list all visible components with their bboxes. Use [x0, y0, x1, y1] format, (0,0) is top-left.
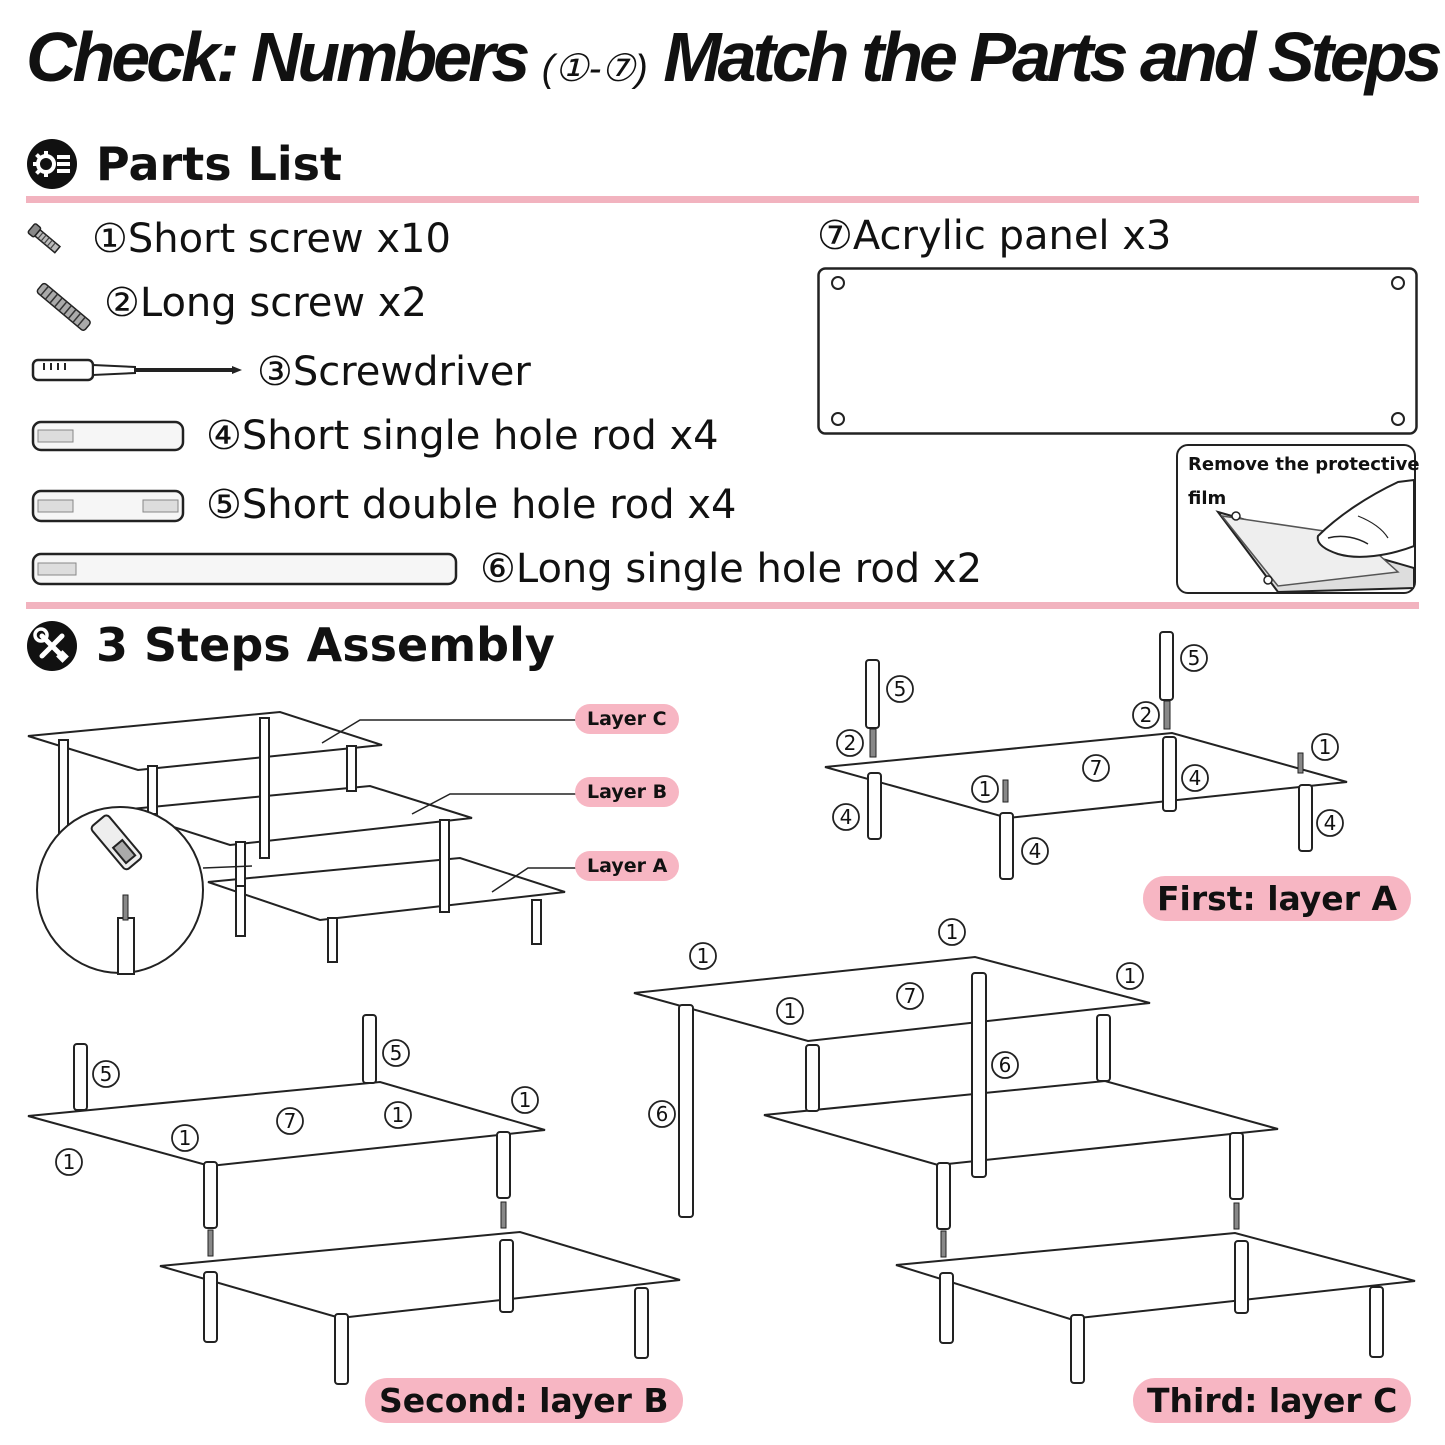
callout: 4 [840, 805, 853, 829]
divider-middle [26, 602, 1419, 609]
step-1-diagram: 5 5 2 2 1 1 7 4 4 4 4 [824, 631, 1348, 880]
callout: 1 [519, 1088, 532, 1112]
step-2-diagram: 5 5 1 1 1 7 1 [27, 1014, 681, 1385]
callout: 4 [1029, 839, 1042, 863]
layer-a-label: Layer A [575, 851, 680, 881]
callout: 7 [284, 1109, 297, 1133]
peel-hand-icon [1215, 478, 1414, 592]
callout: 1 [979, 777, 992, 801]
part-item-7: ⑦Acrylic panel x3 [817, 213, 1172, 259]
callout: 7 [904, 984, 917, 1008]
part-item-5: ⑤Short double hole rod x4 [206, 482, 737, 528]
parts-list-heading: Parts List [96, 137, 343, 191]
divider-top [26, 196, 1419, 203]
short-screw-icon [27, 223, 62, 254]
callout: 5 [100, 1062, 113, 1086]
short-single-rod-icon [31, 420, 185, 452]
callout: 1 [784, 999, 797, 1023]
callout: 7 [1090, 756, 1103, 780]
part-item-2: ②Long screw x2 [104, 280, 427, 326]
film-note-box: Remove the protective film [1176, 444, 1420, 594]
part-item-4: ④Short single hole rod x4 [206, 413, 719, 459]
part-item-1: ①Short screw x10 [92, 216, 451, 262]
callout: 4 [1189, 766, 1202, 790]
callout: 1 [697, 944, 710, 968]
callout: 5 [390, 1041, 403, 1065]
part-item-6: ⑥Long single hole rod x2 [480, 546, 983, 592]
callout: 1 [1124, 964, 1137, 988]
callout: 6 [656, 1102, 669, 1126]
step-first-label: First: layer A [1143, 876, 1411, 921]
callout: 1 [179, 1126, 192, 1150]
title-part2: Match the Parts and Steps [663, 18, 1442, 96]
parts-graphics [27, 223, 458, 586]
layer-b-label: Layer B [575, 777, 680, 807]
assembly-heading: 3 Steps Assembly [96, 618, 555, 672]
callout: 1 [946, 920, 959, 944]
title-range: (①-⑦) [541, 48, 648, 90]
short-double-rod-icon [31, 489, 185, 523]
step-second-label: Second: layer B [365, 1378, 683, 1423]
callout: 1 [392, 1103, 405, 1127]
callout: 4 [1324, 811, 1337, 835]
callout: 6 [999, 1053, 1012, 1077]
title-part1: Check: Numbers [26, 18, 530, 96]
callout: 1 [1319, 735, 1332, 759]
film-note-line2: film [1188, 488, 1227, 509]
callout: 1 [63, 1150, 76, 1174]
gear-list-icon [27, 139, 77, 189]
callout: 5 [1188, 646, 1201, 670]
callout: 2 [1140, 703, 1153, 727]
screwdriver-icon [31, 358, 242, 382]
step-3-diagram: 1 1 1 1 7 6 6 [633, 918, 1416, 1384]
long-screw-icon [36, 282, 91, 331]
callout: 5 [894, 677, 907, 701]
overview-diagram [27, 710, 580, 975]
page-title: Check: Numbers (①-⑦) Match the Parts and… [26, 22, 1443, 92]
tools-icon [27, 621, 77, 671]
film-note-line1: Remove the protective [1188, 454, 1420, 475]
long-single-rod-icon [31, 552, 458, 586]
step-third-label: Third: layer C [1133, 1378, 1412, 1423]
layer-c-label: Layer C [575, 704, 679, 734]
callout: 2 [844, 731, 857, 755]
acrylic-panel-icon [817, 267, 1418, 435]
part-item-3: ③Screwdriver [257, 349, 531, 395]
